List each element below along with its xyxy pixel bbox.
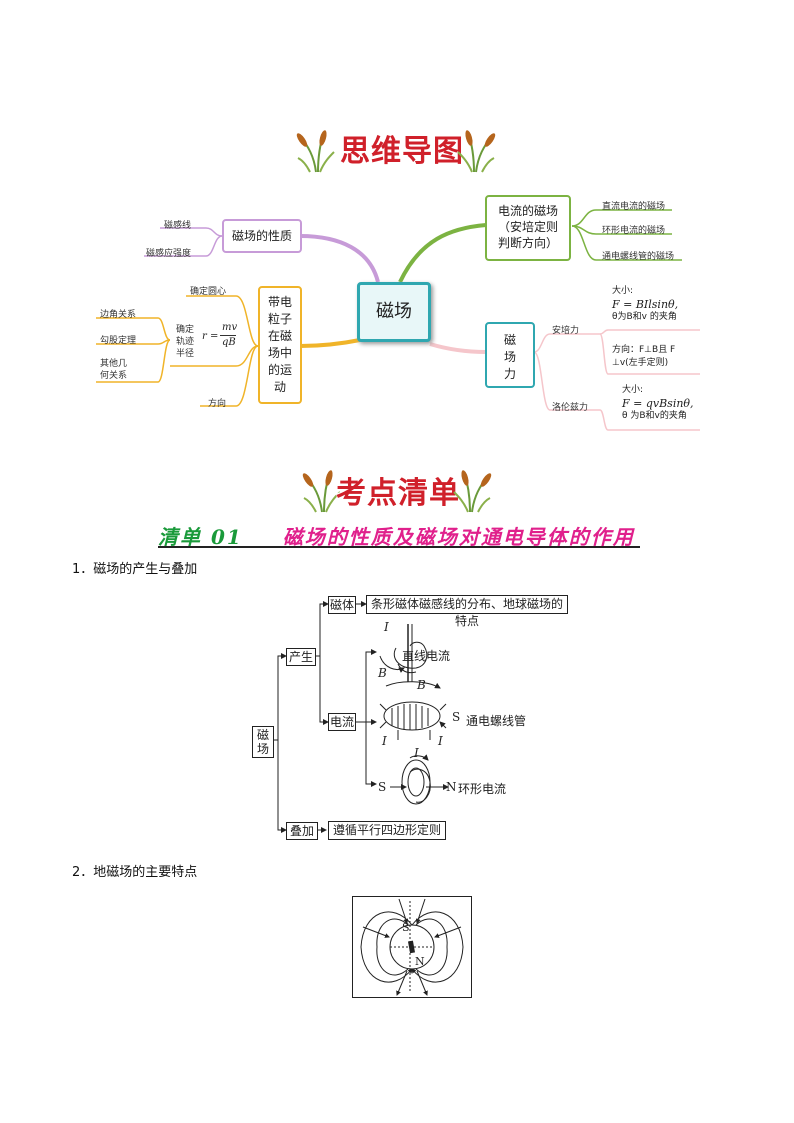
mindmap-leaf-pythagoras: 勾股定理 [100, 336, 137, 346]
loop-N-label: N [446, 780, 457, 794]
heading-underline [158, 546, 640, 548]
solenoid-icon [379, 681, 447, 740]
flow-magnet-desc: 条形磁体磁感线的分布、地球磁场的特点 [366, 595, 568, 628]
current-field-line3: 判断方向） [497, 236, 558, 250]
flow-root-label: 磁场 [257, 728, 270, 756]
flow-superpose-node: 叠加 [286, 822, 318, 840]
flow-produce-node: 产生 [286, 648, 316, 666]
solenoid-B-label: B [417, 678, 426, 692]
cattail-left-icon [302, 470, 341, 513]
cattail-right-icon [453, 470, 492, 513]
earth-S-label: S [402, 921, 410, 934]
ampere-size-label: 大小: [612, 286, 634, 296]
mindmap-leaf-loop-current: 环形电流的磁场 [602, 226, 666, 236]
flow-superpose-desc: 遵循平行四边形定则 [328, 821, 446, 840]
radius-line2: 轨迹 [176, 337, 195, 347]
solenoid-I-left-label: I [382, 734, 387, 748]
ampere-direction-block: 方向：F⊥B且 F ⊥v(左手定则) [612, 344, 675, 370]
ampere-size-note: θ为B和v 的夹角 [612, 312, 677, 322]
flow-current-node: 电流 [328, 713, 356, 731]
mindmap-center-node: 磁场 [357, 282, 431, 342]
heading-number: 01 [210, 525, 243, 549]
flow-loop-current-label: 环形电流 [458, 782, 507, 796]
radius-line1: 确定 [176, 325, 195, 335]
cp-line5: 的运 [267, 363, 292, 377]
mindmap-leaf-field-lines: 磁感线 [164, 221, 192, 231]
mindmap-leaf-find-center: 确定圆心 [190, 287, 227, 297]
lorentz-size-label: 大小: [622, 385, 644, 395]
loop-I-label: I [414, 746, 419, 760]
cp-line2: 粒子 [267, 312, 292, 326]
mindmap-leaf-find-radius: 确定 轨迹 半径 [176, 324, 194, 360]
ampere-dir-line1: 方向：F⊥B且 F [612, 345, 676, 355]
current-field-line1: 电流的磁场 [497, 204, 558, 218]
ampere-size-block: 大小: F = BIlsinθ, θ为B和v 的夹角 [612, 285, 678, 324]
mindmap-banner: 思维导图 [0, 120, 794, 180]
straight-current-icon [379, 624, 428, 682]
radius-line3: 半径 [176, 349, 195, 359]
mindmap-current-field-node: 电流的磁场 （安培定则 判断方向） [485, 195, 571, 261]
ampere-size-formula: F = BIlsinθ, [612, 298, 679, 311]
solenoid-I-right-label: I [438, 734, 443, 748]
mindmap-leaf-direction: 方向 [208, 399, 227, 409]
mindmap-force-node: 磁 场 力 [485, 322, 535, 388]
mindmap-leaf-solenoid: 通电螺线管的磁场 [602, 252, 675, 262]
cp-line3: 在磁 [267, 329, 292, 343]
force-line3: 力 [503, 367, 516, 381]
formula-numerator: mv [222, 322, 238, 333]
loop-S-label: S [378, 780, 387, 794]
straight-I-label: I [384, 620, 389, 634]
lorentz-size-formula: F = qvBsinθ, [622, 397, 694, 410]
section2-title: 2．地磁场的主要特点 [72, 865, 198, 880]
checklist-heading: 清单 01 磁场的性质及磁场对通电导体的作用 [158, 521, 635, 550]
ampere-dir-line2: ⊥v(左手定则) [612, 358, 669, 368]
cp-line4: 场中 [267, 346, 292, 360]
earth-N-label: N [415, 955, 425, 968]
loop-current-icon [390, 754, 449, 805]
mindmap-leaf-other-geometry: 其他几 何关系 [100, 358, 127, 382]
earth-field-figure: S N [352, 896, 472, 998]
formula-denominator: qB [222, 337, 236, 348]
checklist-banner-title: 考点清单 [336, 476, 460, 511]
cp-line1: 带电 [267, 295, 292, 309]
mindmap-leaf-ampere-force: 安培力 [552, 326, 580, 336]
mindmap-leaf-lorentz-force: 洛伦兹力 [552, 403, 589, 413]
other-geo-line2: 何关系 [100, 371, 128, 381]
current-field-line2: （安培定则 [497, 220, 558, 234]
section1-title: 1．磁场的产生与叠加 [72, 562, 198, 577]
straight-B-label: B [378, 666, 387, 680]
mindmap-leaf-straight-current: 直流电流的磁场 [602, 202, 666, 212]
flow-solenoid-label: 通电螺线管 [466, 714, 527, 728]
mindmap-banner-title: 思维导图 [340, 134, 464, 169]
mindmap-connectors [96, 209, 700, 431]
formula-lhs: r = [202, 331, 219, 342]
mindmap-leaf-field-strength: 磁感应强度 [146, 249, 192, 259]
cattail-left-icon [296, 130, 335, 173]
heading-text: 磁场的性质及磁场对通电导体的作用 [282, 525, 635, 549]
cattail-right-icon [457, 130, 496, 173]
mindmap-leaf-angle-relation: 边角关系 [100, 310, 137, 320]
earth-field-lines [360, 898, 464, 996]
heading-prefix: 清单 [158, 525, 202, 549]
checklist-banner: 考点清单 [0, 460, 794, 520]
flow-magnet-node: 磁体 [328, 596, 356, 614]
mindmap-nature-node: 磁场的性质 [222, 219, 302, 253]
magnetic-field-flowchart-lines [274, 601, 449, 833]
mindmap-charged-particle-node: 带电 粒子 在磁 场中 的运 动 [258, 286, 302, 404]
solenoid-S-label: S [452, 710, 461, 724]
flow-straight-current-label: 直线电流 [402, 649, 451, 663]
other-geo-line1: 其他几 [100, 359, 128, 369]
flow-root-node: 磁场 [252, 726, 274, 758]
lorentz-size-note: θ 为B和v的夹角 [622, 411, 687, 421]
force-line1: 磁 [503, 333, 516, 347]
cp-line6: 动 [273, 380, 286, 394]
force-line2: 场 [503, 350, 516, 364]
lorentz-size-block: 大小: F = qvBsinθ, θ 为B和v的夹角 [622, 384, 694, 423]
